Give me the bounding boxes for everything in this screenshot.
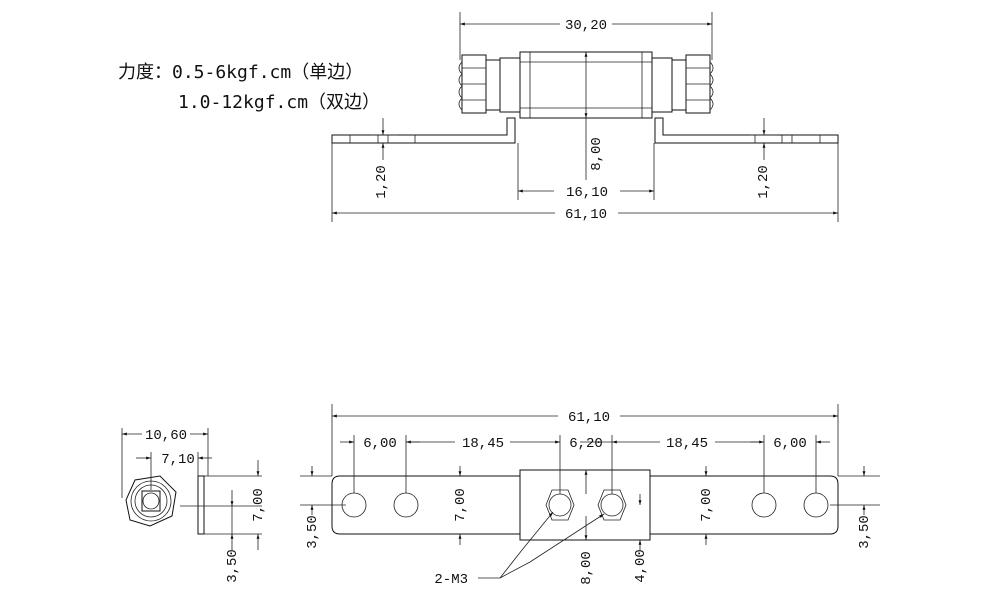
dim-right-thickness: 1,20 [756,165,772,199]
dim-edge-right: 6,00 [773,436,807,452]
dim-overall-width: 30,20 [565,18,607,34]
dim-spacing-right: 18,45 [666,436,708,452]
dim-left-height: 3,50 [305,515,321,549]
side-view: 10,60 7,10 7,00 3,50 [121,428,267,583]
dim-center-half: 4,00 [633,549,649,583]
dim-side-offset: 3,50 [225,549,241,583]
torque-note-double: 1.0-12kgf.cm（双边） [178,92,380,113]
dim-right-mid-height: 7,00 [699,488,715,522]
dim-right-height: 3,50 [857,515,873,549]
top-view: 30,20 8,00 16,10 61,10 1,20 1,20 [331,12,839,223]
dim-center-width: 16,10 [566,185,608,201]
dim-left-mid-height: 7,00 [453,488,469,522]
dim-center-depth: 8,00 [579,551,595,585]
dim-outer-diameter: 10,60 [145,428,187,444]
dim-spacing-left: 18,45 [462,436,504,452]
dim-side-height: 7,00 [251,488,267,522]
dim-total-length-front: 61,10 [568,410,610,426]
dim-body-height: 8,00 [589,137,605,171]
dim-left-thickness: 1,20 [374,165,390,199]
torque-note-single: 力度：0.5-6kgf.cm（单边） [118,62,363,83]
dim-center-spacing: 6,20 [569,436,603,452]
dim-inner-diameter: 7,10 [161,452,195,468]
thread-label: 2-M3 [434,572,468,588]
front-view: 61,10 6,00 18,45 6,20 18,45 6,00 3,50 [300,404,880,588]
dim-total-length-top: 61,10 [565,207,607,223]
dim-edge-left: 6,00 [363,436,397,452]
